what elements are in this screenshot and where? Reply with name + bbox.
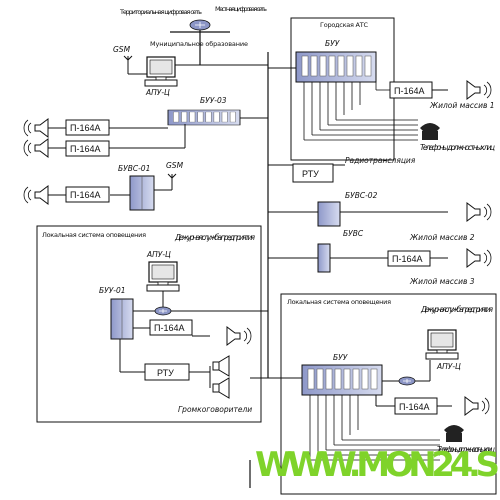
phones-top-label: Телефоны должностных лиц xyxy=(420,143,495,152)
p164-b-label: П-164А xyxy=(70,144,101,154)
p164-d-box xyxy=(387,250,431,267)
city-ats-label: Городская АТС xyxy=(320,21,368,29)
apu-top-computer xyxy=(144,56,178,87)
speaker-zhiloy2 xyxy=(466,202,492,222)
buu01-label: БУУ-01 xyxy=(99,286,126,295)
gsm-antenna-mid xyxy=(48,173,177,196)
router-left xyxy=(154,306,172,316)
p164-e-label: П-164А xyxy=(154,323,185,333)
buu-bottom-label: БУУ xyxy=(333,353,348,362)
buu-top-rack xyxy=(295,51,377,83)
radio-label: Радиотрансляция xyxy=(345,156,416,165)
buu-bottom-rack xyxy=(301,364,383,396)
gsm-top-label: GSM xyxy=(113,45,131,54)
zhiloy2-label: Жилой массив 2 xyxy=(409,233,475,242)
p164-b-box xyxy=(65,140,110,157)
router-right xyxy=(398,376,416,386)
p164-a-label: П-164А xyxy=(70,123,101,133)
buu-top-outputs xyxy=(303,70,418,141)
gsm-antenna-top xyxy=(123,55,147,75)
local-left-links xyxy=(119,291,268,388)
buu-bottom-outputs xyxy=(309,395,440,461)
p164-a-box xyxy=(65,119,110,136)
buvs01-cabinet xyxy=(129,175,155,211)
municipal-label: Муниципальное образование xyxy=(150,40,248,48)
speaker-a xyxy=(23,118,49,138)
duty-right-label: Дежурная служба предприятия xyxy=(420,305,493,314)
telephone-bottom-icon xyxy=(444,425,464,442)
loudspeakers-label: Громкоговорители xyxy=(178,405,252,414)
buu-top-label: БУУ xyxy=(325,39,340,48)
buu03-rack xyxy=(167,109,241,126)
speaker-zhiloy1 xyxy=(466,80,492,100)
apu-right-label: АПУ-Ц xyxy=(436,362,461,371)
buu03-links xyxy=(48,124,186,149)
local-sys-right-label: Локальная система оповещения xyxy=(287,298,391,306)
apu-top-label: АПУ-Ц xyxy=(145,88,170,97)
buvs-label: БУВС xyxy=(343,229,364,238)
p164-c-box xyxy=(65,186,110,203)
speaker-zhiloy3 xyxy=(466,248,492,268)
telephone-icon xyxy=(420,123,440,140)
apu-left-label: АПУ-Ц xyxy=(146,250,171,259)
rtu-top-box xyxy=(292,163,334,183)
main-bus xyxy=(170,30,269,488)
p164-top-label: П-164А xyxy=(394,86,425,96)
speaker-c xyxy=(23,185,49,205)
p164-e-box xyxy=(149,319,193,336)
rtu-top-label: РТУ xyxy=(302,169,319,179)
watermark-text: WWW.MON24.S xyxy=(255,445,500,485)
loudspeaker-2 xyxy=(212,377,230,399)
buvs02-label: БУВС-02 xyxy=(345,191,378,200)
loudspeaker-1 xyxy=(212,355,230,377)
zhiloy3-label: Жилой массив 3 xyxy=(409,277,475,286)
local-system-right-frame xyxy=(280,293,497,495)
rtu-left-label: РТУ xyxy=(157,368,174,378)
phones-bottom-label: Телефоны должностных лиц xyxy=(437,445,495,454)
buu01-cabinet xyxy=(110,298,134,340)
local-system-left-frame xyxy=(36,225,262,423)
speaker-b xyxy=(23,138,49,158)
rtu-left-box xyxy=(144,363,190,381)
duty-left-label: Дежурная служба предприятия xyxy=(174,233,255,242)
buvs02-cabinet xyxy=(317,201,341,227)
apu-right-computer xyxy=(425,329,459,360)
apu-left-computer xyxy=(146,261,180,292)
p164-c-label: П-164А xyxy=(70,190,101,200)
network-router xyxy=(189,19,211,31)
buu03-label: БУУ-03 xyxy=(200,96,227,105)
local-net-label: Местная цифровая сеть xyxy=(215,5,267,13)
p164-f-box xyxy=(394,397,438,415)
speaker-e xyxy=(226,326,252,346)
buvs01-label: БУВС-01 xyxy=(118,164,150,173)
local-sys-left-label: Локальная система оповещения xyxy=(42,231,146,239)
p164-f-label: П-164А xyxy=(399,402,430,412)
city-ats-frame xyxy=(290,17,395,161)
local-right-links xyxy=(250,360,452,407)
speaker-f xyxy=(464,396,490,416)
zhiloy1-label: Жилой массив 1 xyxy=(429,101,495,110)
gsm-mid-label: GSM xyxy=(166,161,184,170)
p164-d-label: П-164А xyxy=(392,254,423,264)
territorial-net-label: Территориальная цифровая сеть xyxy=(119,8,202,16)
buvs-cabinet xyxy=(317,243,331,273)
